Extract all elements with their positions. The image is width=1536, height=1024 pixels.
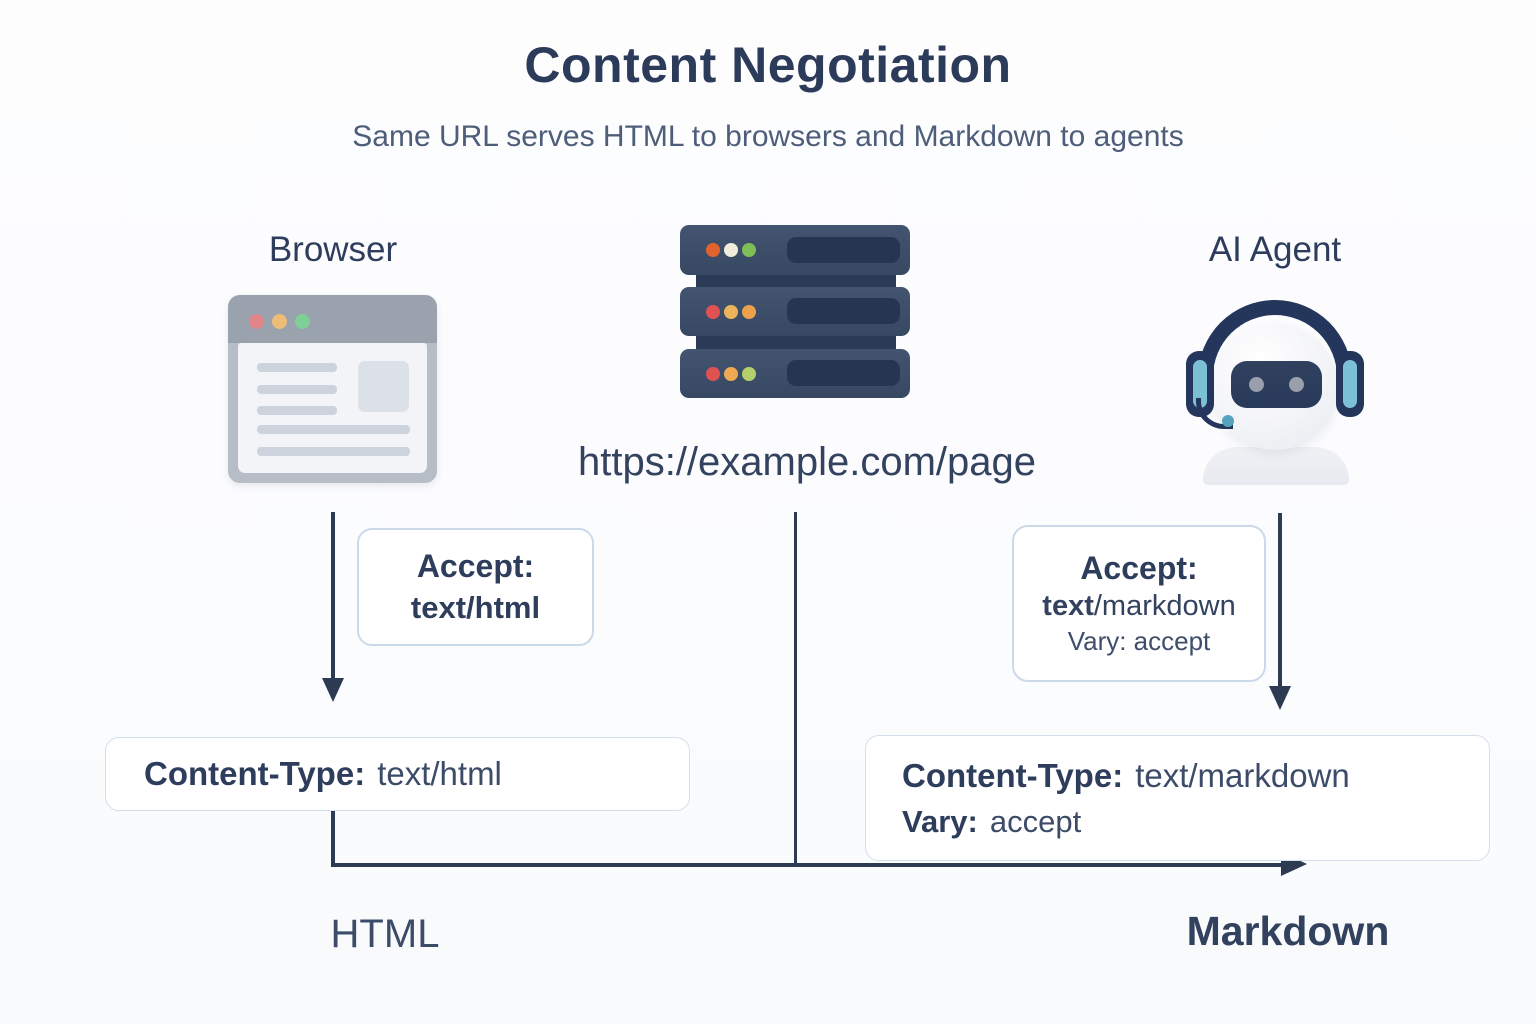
page-text-line bbox=[257, 385, 337, 394]
agent-request-arrowhead bbox=[1269, 686, 1291, 710]
content-type-line: Content-Type: text/markdown bbox=[902, 757, 1489, 795]
accept-value: text/html bbox=[410, 590, 541, 625]
server-led-red bbox=[706, 305, 720, 319]
vary-line: Vary: accept bbox=[902, 804, 1489, 840]
server-led-lime bbox=[742, 367, 756, 381]
server-led-orange bbox=[706, 243, 720, 257]
server-rack-unit-icon bbox=[680, 287, 910, 336]
earcup-pad bbox=[1193, 360, 1207, 408]
server-flow-line bbox=[794, 512, 797, 865]
server-rack-connector bbox=[696, 333, 896, 353]
accept-label: Accept: bbox=[1080, 550, 1198, 586]
robot-torso bbox=[1203, 447, 1349, 485]
server-url: https://example.com/page bbox=[577, 440, 1037, 484]
server-drive-slot bbox=[787, 360, 900, 386]
browser-accept-header-box: Accept: text/html bbox=[357, 528, 594, 646]
server-led-amber bbox=[724, 367, 738, 381]
content-type-line: Content-Type: text/html bbox=[144, 755, 689, 793]
agent-content-type-box: Content-Type: text/markdown Vary: accept bbox=[865, 735, 1490, 861]
vary-label: Vary: bbox=[902, 803, 978, 839]
accept-value-bold: text bbox=[1042, 590, 1094, 622]
agent-label: AI Agent bbox=[1208, 230, 1342, 269]
microphone-arm-icon bbox=[1196, 398, 1233, 429]
server-led-green bbox=[742, 243, 756, 257]
window-dot-green-icon bbox=[295, 314, 310, 329]
page-text-line bbox=[257, 447, 410, 456]
server-led-orange bbox=[742, 305, 756, 319]
content-type-label: Content-Type: bbox=[902, 756, 1124, 794]
accept-value: text/markdown bbox=[1042, 590, 1235, 623]
server-drive-slot bbox=[787, 298, 900, 324]
response-flow-line bbox=[331, 863, 1283, 867]
page-text-line bbox=[257, 363, 337, 372]
response-flow-stub bbox=[331, 811, 335, 865]
server-rack-unit-icon bbox=[680, 349, 910, 398]
headphone-earcup-right-icon bbox=[1336, 351, 1364, 417]
server-drive-slot bbox=[787, 237, 900, 263]
content-type-label: Content-Type: bbox=[144, 755, 366, 792]
page-subtitle: Same URL serves HTML to browsers and Mar… bbox=[352, 120, 1184, 153]
earcup-pad bbox=[1343, 360, 1357, 408]
browser-content-type-box: Content-Type: text/html bbox=[105, 737, 690, 811]
page-text-line bbox=[257, 406, 337, 415]
browser-request-arrow bbox=[331, 512, 335, 680]
robot-eye-left bbox=[1249, 377, 1264, 392]
browser-titlebar bbox=[228, 295, 437, 343]
content-type-value: text/markdown bbox=[1135, 756, 1350, 794]
agent-request-arrow bbox=[1278, 513, 1282, 687]
page-image-placeholder bbox=[358, 361, 409, 412]
vary-value: accept bbox=[989, 803, 1082, 839]
robot-visor bbox=[1231, 361, 1322, 408]
window-dot-yellow-icon bbox=[272, 314, 287, 329]
server-rack-connector bbox=[696, 271, 896, 291]
content-type-value: text/html bbox=[377, 755, 502, 792]
agent-accept-header-box: Accept: text/markdown Vary: accept bbox=[1012, 525, 1266, 682]
browser-window-icon bbox=[228, 295, 437, 483]
robot-eye-right bbox=[1289, 377, 1304, 392]
browser-request-arrowhead bbox=[322, 678, 344, 702]
server-rack-unit-icon bbox=[680, 225, 910, 275]
server-led-amber bbox=[724, 305, 738, 319]
microphone-tip-icon bbox=[1222, 415, 1234, 427]
server-led-white bbox=[724, 243, 738, 257]
page-title: Content Negotiation bbox=[524, 37, 1012, 93]
result-format-html: HTML bbox=[330, 912, 440, 956]
vary-hint: Vary: accept bbox=[1067, 626, 1211, 656]
accept-value-rest: /markdown bbox=[1093, 590, 1236, 622]
result-format-markdown: Markdown bbox=[1186, 908, 1390, 954]
browser-page-body bbox=[238, 343, 427, 473]
browser-label: Browser bbox=[268, 230, 398, 269]
window-dot-red-icon bbox=[249, 314, 264, 329]
server-led-red bbox=[706, 367, 720, 381]
accept-label: Accept: bbox=[416, 548, 535, 584]
page-text-line bbox=[257, 425, 410, 434]
